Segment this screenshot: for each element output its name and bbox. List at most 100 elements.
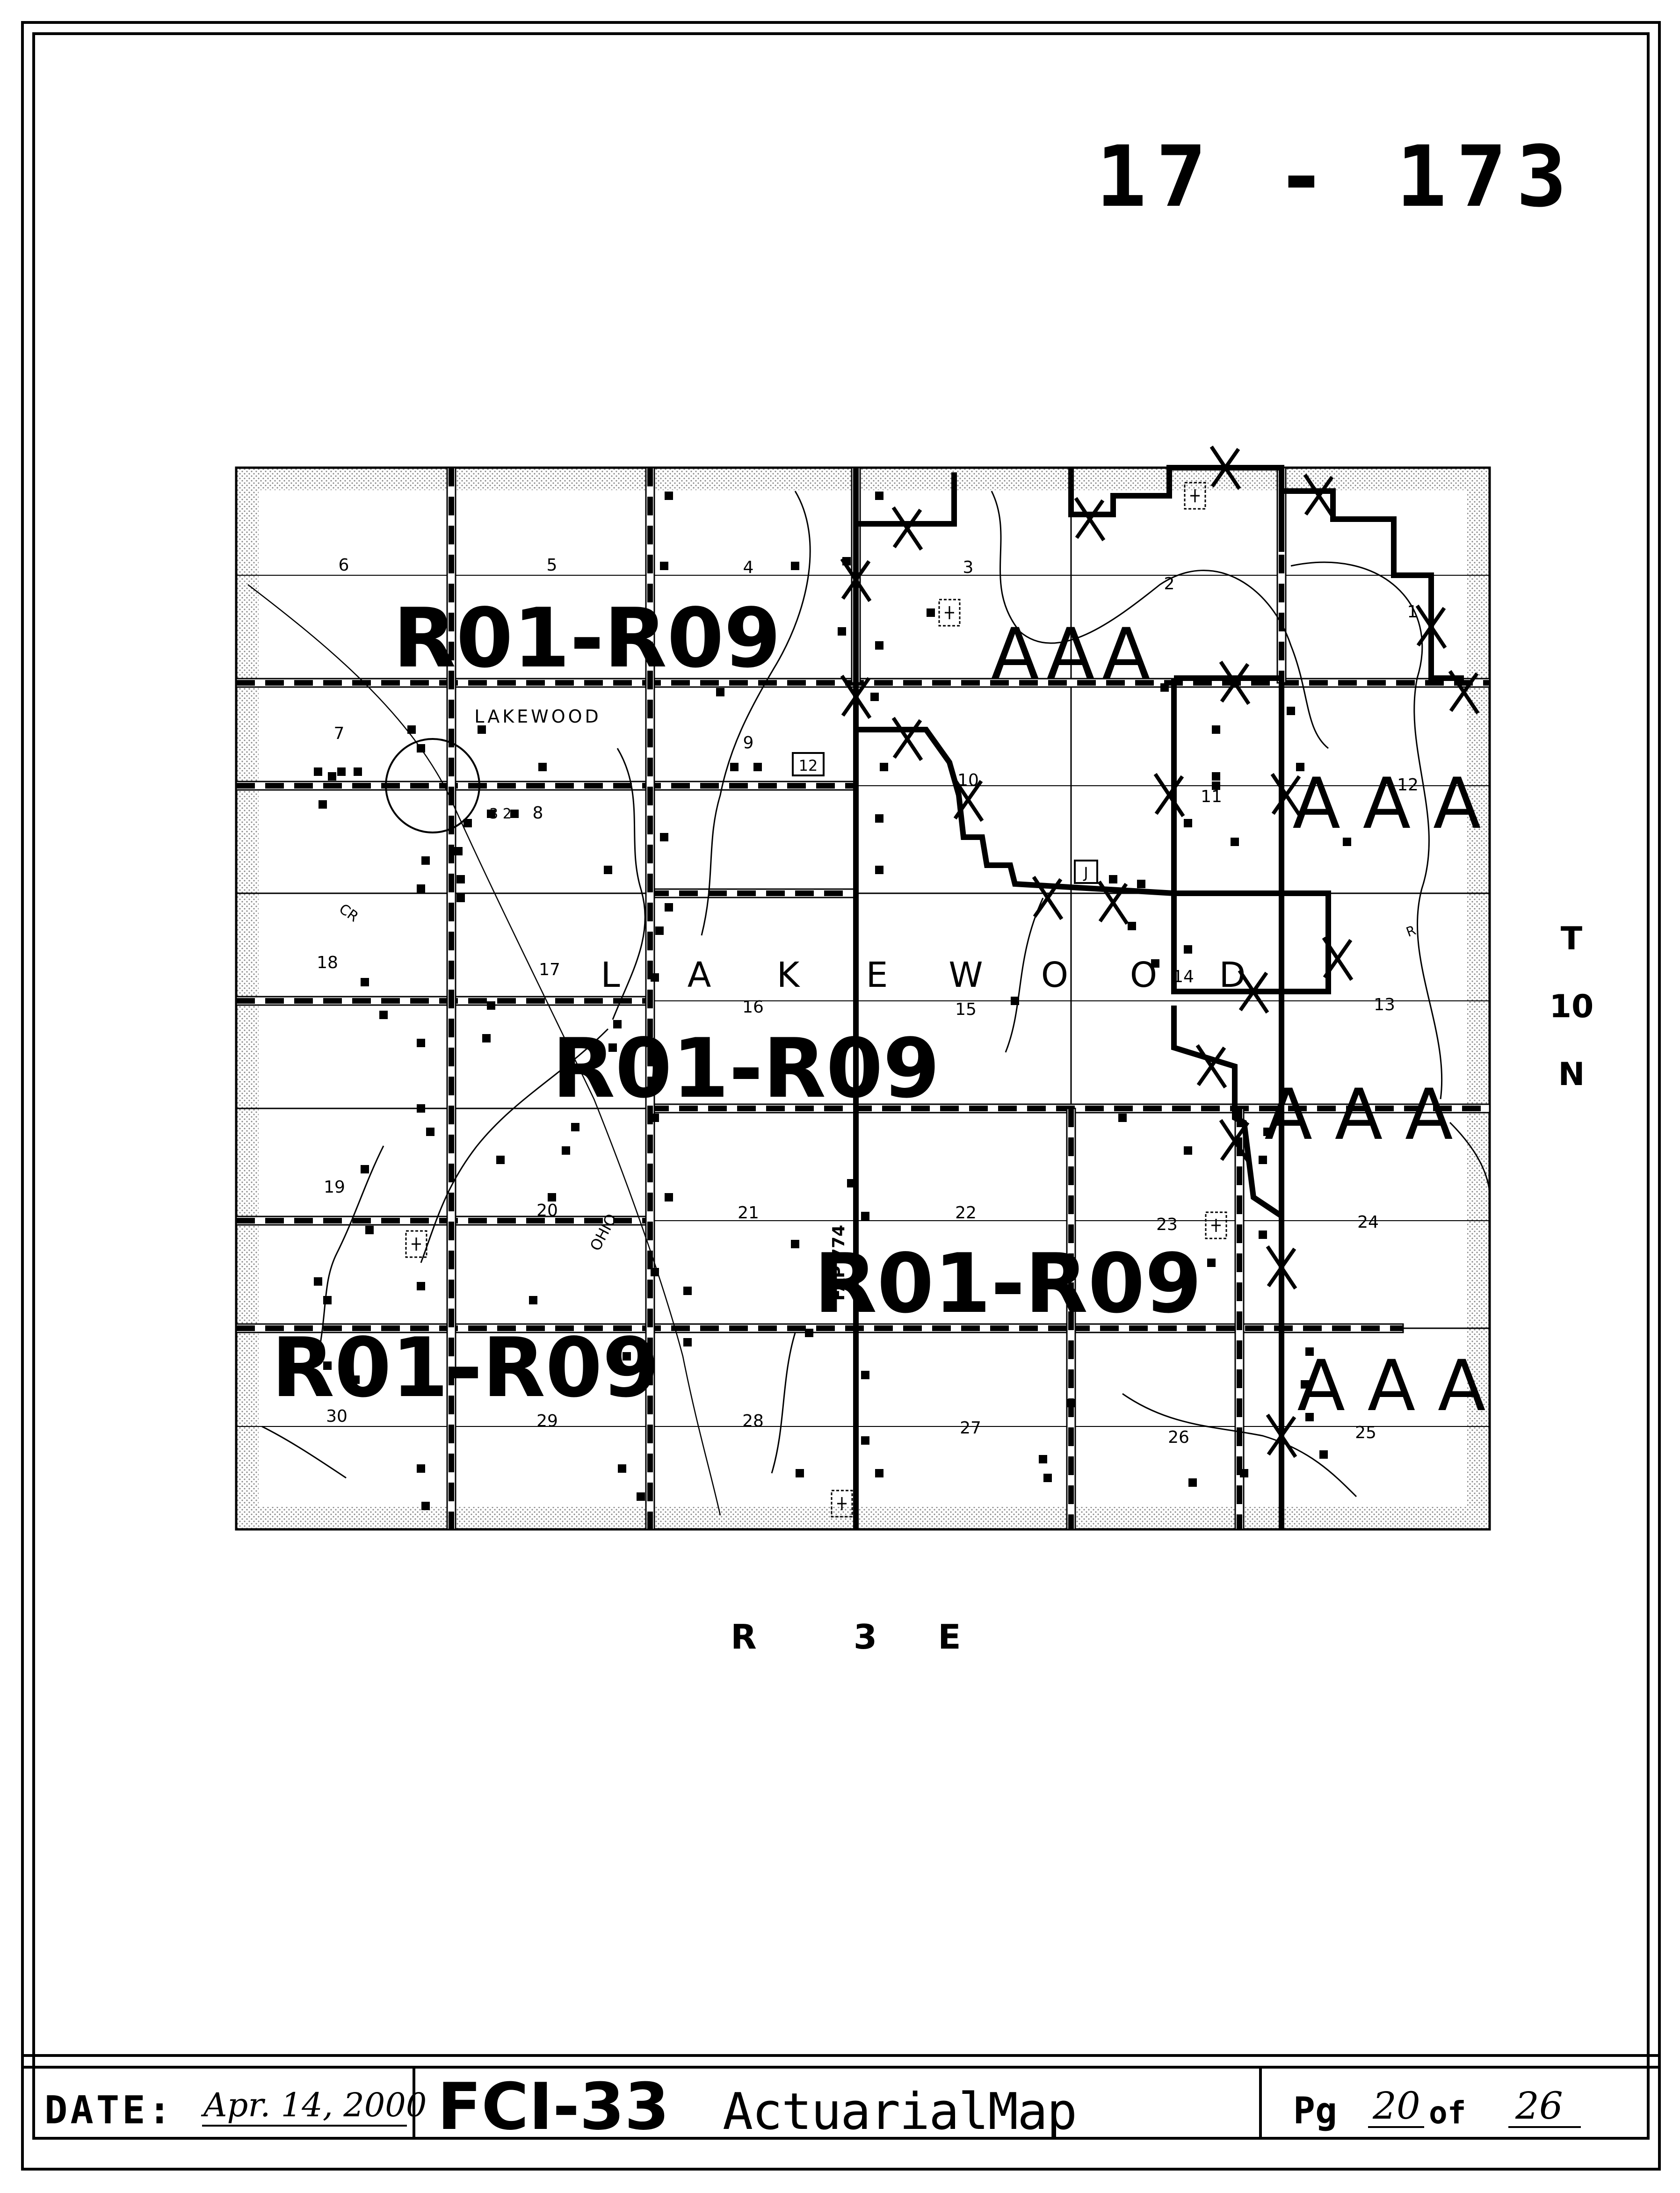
date-label: DATE: bbox=[44, 2088, 174, 2133]
house-marker bbox=[1039, 1455, 1047, 1463]
page-number: 20 bbox=[1372, 2084, 1420, 2128]
house-marker bbox=[361, 1165, 369, 1173]
rating-label-r01-3: R01-R09 bbox=[814, 1237, 1202, 1332]
house-marker bbox=[1128, 922, 1136, 930]
house-marker bbox=[1305, 1347, 1314, 1356]
house-marker bbox=[618, 1464, 626, 1473]
x-mark bbox=[1448, 670, 1480, 715]
house-marker bbox=[1207, 1259, 1216, 1267]
house-marker bbox=[838, 627, 846, 636]
cross-icon bbox=[1211, 1219, 1221, 1232]
section-number: 21 bbox=[738, 1203, 759, 1223]
section-number: 28 bbox=[742, 1411, 764, 1431]
house-marker bbox=[791, 562, 799, 570]
township-letter: O bbox=[1130, 955, 1157, 995]
house-marker bbox=[665, 1193, 673, 1201]
rating-label-r01-1: R01-R09 bbox=[393, 591, 781, 686]
page-total: 26 bbox=[1515, 2084, 1563, 2128]
section-number: 5 bbox=[547, 556, 558, 575]
house-marker bbox=[623, 1352, 631, 1361]
house-marker bbox=[365, 1226, 374, 1234]
house-marker bbox=[1067, 1399, 1075, 1407]
section-number: 16 bbox=[742, 998, 764, 1017]
house-marker bbox=[1319, 1450, 1328, 1459]
house-marker bbox=[716, 688, 724, 696]
rating-label-aaa-3: A A A bbox=[1264, 1074, 1453, 1156]
house-marker bbox=[1184, 945, 1192, 954]
house-marker bbox=[1184, 1146, 1192, 1155]
house-marker bbox=[1240, 1469, 1248, 1477]
cemetery-symbol bbox=[1184, 482, 1206, 510]
house-marker bbox=[323, 1361, 332, 1370]
rating-label-r01-2: R01-R09 bbox=[552, 1021, 940, 1116]
house-marker bbox=[337, 767, 346, 776]
house-marker bbox=[651, 973, 659, 982]
x-mark bbox=[1097, 880, 1129, 925]
svg-text:10: 10 bbox=[1550, 988, 1594, 1025]
section-number: 10 bbox=[957, 771, 979, 790]
house-marker bbox=[482, 1034, 491, 1042]
cemetery-symbol bbox=[1205, 1211, 1227, 1239]
section-number: 13 bbox=[1374, 995, 1395, 1014]
house-marker bbox=[417, 744, 425, 753]
svg-text:J: J bbox=[1083, 864, 1088, 882]
house-marker bbox=[608, 1043, 617, 1052]
house-marker bbox=[407, 725, 416, 734]
outer-border bbox=[21, 21, 1661, 2171]
township-label: T 10 N bbox=[1550, 920, 1594, 1093]
x-mark bbox=[1153, 773, 1185, 818]
house-marker bbox=[487, 810, 495, 818]
x-mark bbox=[1219, 660, 1251, 705]
route-shield-j: J bbox=[1074, 860, 1098, 884]
house-marker bbox=[1231, 838, 1239, 846]
cross-icon bbox=[1190, 489, 1200, 502]
svg-text:N: N bbox=[1558, 1056, 1585, 1093]
house-marker bbox=[1118, 1114, 1127, 1122]
x-mark bbox=[1415, 604, 1447, 649]
creek-label: CR bbox=[336, 901, 361, 926]
house-marker bbox=[1263, 1128, 1272, 1136]
house-marker bbox=[314, 1277, 322, 1286]
map-edge-right bbox=[1467, 468, 1490, 1529]
x-mark bbox=[1032, 876, 1064, 920]
house-marker bbox=[1305, 1413, 1314, 1421]
house-markers bbox=[314, 492, 1351, 1510]
house-marker bbox=[351, 1375, 360, 1384]
house-marker bbox=[1151, 959, 1159, 968]
rating-labels-r01: R01-R09 R01-R09 R01-R09 R01-R09 bbox=[271, 591, 1202, 1416]
town-label: LAKEWOOD bbox=[474, 706, 601, 727]
x-mark bbox=[1322, 936, 1354, 981]
section-number: 9 bbox=[743, 733, 754, 753]
house-marker bbox=[665, 492, 673, 500]
house-marker bbox=[1343, 838, 1351, 846]
house-marker bbox=[796, 1469, 804, 1477]
house-marker bbox=[417, 884, 425, 893]
streams bbox=[261, 491, 1491, 1498]
section-number: 8 bbox=[533, 803, 543, 823]
house-marker bbox=[454, 847, 463, 855]
house-marker bbox=[1160, 683, 1169, 692]
map-edge-top bbox=[236, 468, 1490, 490]
creek-r-label: R bbox=[1404, 922, 1418, 940]
house-marker bbox=[1212, 725, 1220, 734]
township-letter: A bbox=[688, 955, 711, 995]
range-label: R 3 E bbox=[731, 1617, 961, 1657]
svg-text:R: R bbox=[731, 1617, 756, 1657]
x-mark bbox=[840, 674, 872, 719]
svg-text:E: E bbox=[938, 1617, 961, 1657]
house-marker bbox=[1296, 763, 1304, 771]
house-marker bbox=[651, 1114, 659, 1122]
house-marker bbox=[1109, 875, 1117, 883]
section-number: 27 bbox=[960, 1419, 981, 1438]
section-number: 25 bbox=[1355, 1423, 1376, 1442]
house-marker bbox=[487, 1001, 495, 1010]
house-marker bbox=[1011, 997, 1019, 1005]
house-marker bbox=[421, 856, 430, 865]
svg-text:3: 3 bbox=[854, 1617, 877, 1657]
house-marker bbox=[1184, 819, 1192, 827]
house-marker bbox=[1259, 1156, 1267, 1164]
house-marker bbox=[548, 1193, 556, 1201]
